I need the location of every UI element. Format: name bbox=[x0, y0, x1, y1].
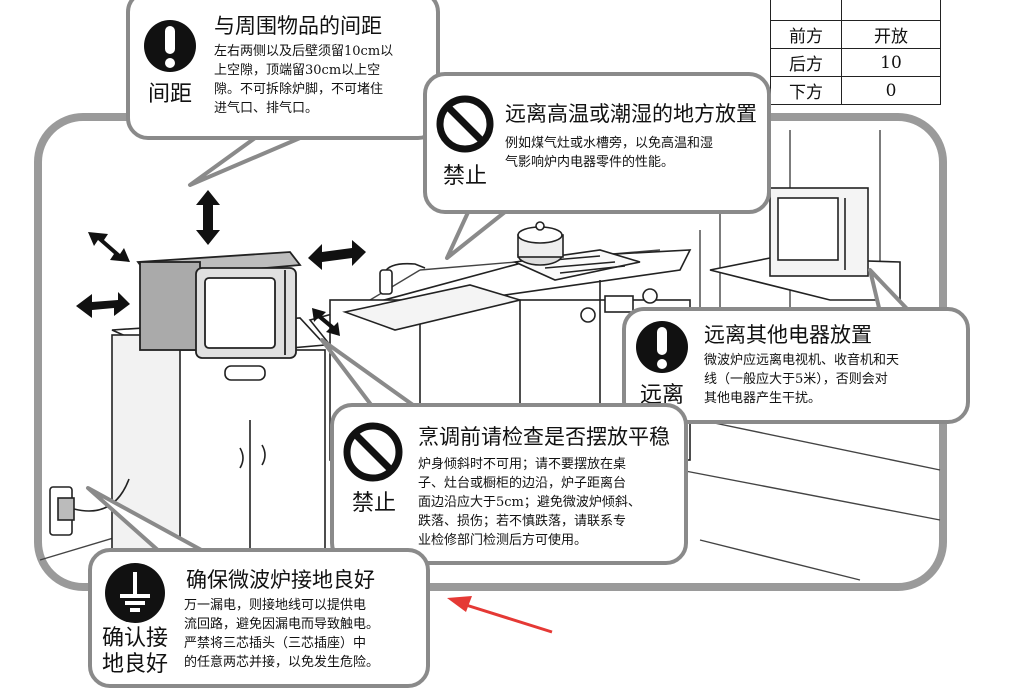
callout-title: 烹调前请检查是否摆放平稳 bbox=[418, 425, 670, 449]
callout-body: 微波炉应远离电视机、收音机和天 线（一般应大于5米），否则会对 其他电器产生干扰… bbox=[704, 353, 900, 406]
icon-label: 间距 bbox=[148, 82, 193, 107]
icon-label: 确认接 地良好 bbox=[102, 626, 169, 677]
callout-body: 例如煤气灶或水槽旁，以免高温和湿 气影响炉内电器零件的性能。 bbox=[505, 136, 714, 170]
table-row bbox=[770, 0, 941, 21]
callout-title: 与周围物品的间距 bbox=[214, 14, 382, 38]
callout-body: 左右两侧以及后壁须留10cm以 上空隙，顶端留30cm以上空 隙。不可拆除炉脚，… bbox=[214, 44, 394, 116]
ground-icon bbox=[105, 563, 165, 623]
appliances-callout: 远离 远离其他电器放置 微波炉应远离电视机、收音机和天 线（一般应大于5米），否… bbox=[622, 307, 970, 424]
table-row: 前方开放 bbox=[770, 20, 941, 49]
level-placement-callout: 禁止 烹调前请检查是否摆放平稳 炉身倾斜时不可用；请不要摆放在桌 子、灶台或橱柜… bbox=[330, 403, 688, 565]
callout-title: 远离其他电器放置 bbox=[704, 323, 872, 347]
callout-body: 万一漏电，则接地线可以提供电 流回路，避免因漏电而导致触电。 严禁将三芯插头（三… bbox=[184, 598, 380, 670]
exclamation-icon bbox=[144, 20, 196, 72]
grounding-callout: 确认接 地良好 确保微波炉接地良好 万一漏电，则接地线可以提供电 流回路，避免因… bbox=[88, 548, 430, 688]
heat-humidity-callout: 禁止 远离高温或潮湿的地方放置 例如煤气灶或水槽旁，以免高温和湿 气影响炉内电器… bbox=[423, 72, 771, 214]
icon-label: 禁止 bbox=[352, 491, 397, 516]
callout-title: 远离高温或潮湿的地方放置 bbox=[505, 102, 757, 126]
prohibited-icon bbox=[343, 422, 403, 482]
callout-title: 确保微波炉接地良好 bbox=[186, 568, 375, 592]
callout-body: 炉身倾斜时不可用；请不要摆放在桌 子、灶台或橱柜的边沿，炉子距离台 面边沿应大于… bbox=[418, 457, 641, 548]
spacing-callout: 间距 与周围物品的间距 左右两侧以及后壁须留10cm以 上空隙，顶端留30cm以… bbox=[126, 0, 440, 140]
exclamation-icon bbox=[636, 321, 688, 373]
prohibited-icon bbox=[436, 95, 494, 153]
icon-label: 禁止 bbox=[443, 164, 488, 189]
red-pointer-arrow bbox=[447, 596, 553, 634]
